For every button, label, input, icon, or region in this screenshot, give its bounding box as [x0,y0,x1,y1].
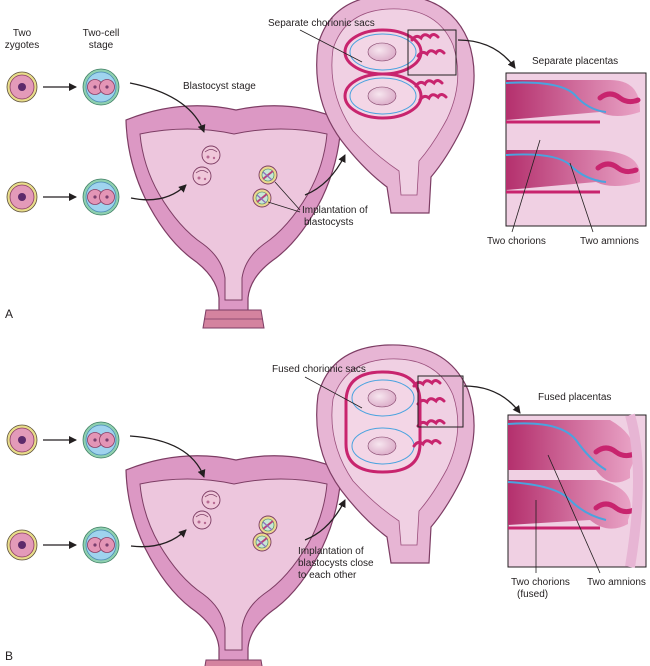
implanting-blastocyst-b2 [252,532,272,552]
blastocyst-a1 [201,145,221,165]
label-implantation-b-line3: to each other [298,570,357,581]
label-blastocyst-stage: Blastocyst stage [183,81,256,92]
panel-letter-a: A [5,307,13,321]
label-chorions-b-line2: (fused) [517,589,548,600]
label-two-zygotes-line1: Two [13,28,32,39]
label-chorions-a: Two chorions [487,236,546,247]
arrow-to-placenta-detail-a [457,39,516,69]
zoom-box-a [407,29,457,76]
arrow-to-gravid-b [304,499,346,541]
blastocyst-a2 [192,166,212,186]
chorionic-sac-a-bottom [343,72,423,120]
leader-amnions-a [569,162,594,233]
implanting-blastocyst-a2 [252,188,272,208]
label-placentas-b: Fused placentas [538,392,611,403]
label-two-cell-stage-line2: stage [89,40,114,51]
arrow-to-gravid-a [304,154,346,196]
two-cell-embryo-bottom [82,178,120,216]
label-two-cell-stage-line1: Two-cell [83,28,120,39]
implanting-blastocyst-b1 [258,515,278,535]
arrow-to-uterus-bottom-b [130,529,187,548]
leader-chorionic-sacs-a [299,29,363,63]
leader-implantation-a2 [267,201,301,213]
arrow-to-placenta-detail-b [463,385,521,414]
panel-letter-b: B [5,649,13,663]
label-chorionic-sacs-a: Separate chorionic sacs [268,18,375,29]
zygote-top [6,71,38,103]
panel-b: Implantation of blastocysts close to eac… [5,344,647,666]
label-placentas-a: Separate placentas [532,56,618,67]
leader-chorions-a [511,139,541,233]
label-amnions-a: Two amnions [580,236,639,247]
leader-implantation-a1 [274,181,301,211]
two-cell-embryo-b-bottom [82,526,120,564]
label-implantation-a-line1: Implantation of [302,205,368,216]
implanting-blastocyst-a1 [258,165,278,185]
label-implantation-b-line2: blastocysts close [298,558,374,569]
zoom-box-b [417,375,464,428]
label-implantation-a-line2: blastocysts [304,217,353,228]
chorionic-sac-a-top [343,28,423,76]
arrow-to-uterus-top-a [129,82,206,133]
blastocyst-b1 [201,490,221,510]
leader-amnions-b [547,454,601,574]
fused-chorionic-sac-b [344,370,422,474]
placenta-detail-a [505,72,647,227]
placenta-detail-b [507,413,647,568]
label-two-zygotes-line2: zygotes [5,40,39,51]
two-cell-embryo-b-top [82,421,120,459]
arrow-to-uterus-top-b [129,435,206,478]
blastocyst-b2 [192,510,212,530]
leader-chorionic-sacs-b [304,376,363,409]
label-implantation-b-line1: Implantation of [298,546,364,557]
label-chorions-b-line1: Two chorions [511,577,570,588]
arrow-to-uterus-bottom-a [130,184,187,201]
zygote-bottom [6,181,38,213]
two-cell-embryo-top [82,68,120,106]
label-chorionic-sacs-b: Fused chorionic sacs [272,364,366,375]
panel-a: Two zygotes Two-cell stage Blastocyst st… [5,0,647,329]
zygote-b-bottom [6,529,38,561]
zygote-b-top [6,424,38,456]
label-amnions-b: Two amnions [587,577,646,588]
